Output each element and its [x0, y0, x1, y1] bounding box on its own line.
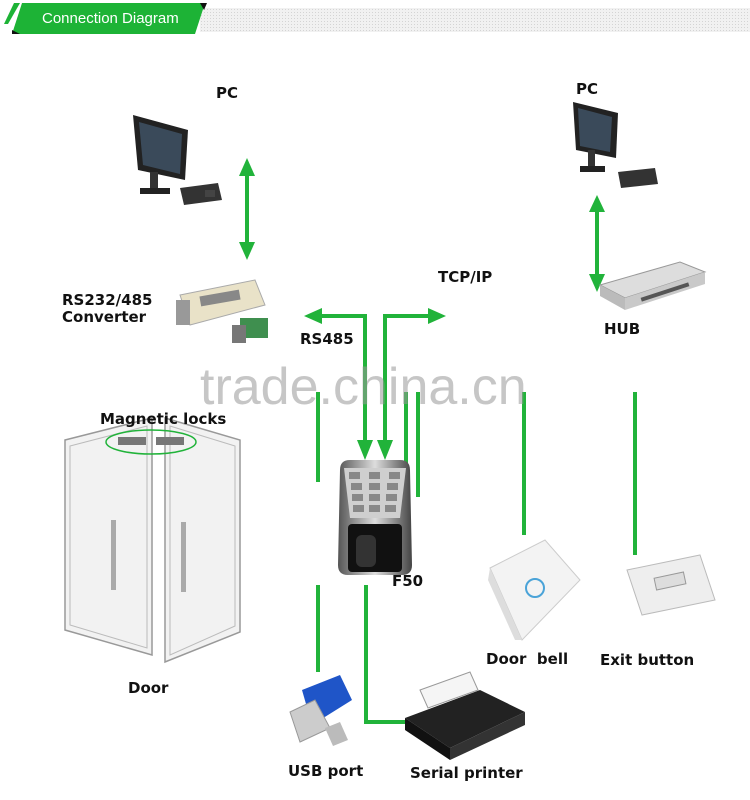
door-label: Door: [128, 679, 169, 697]
door-icon: [64, 416, 241, 664]
magnetic-locks-highlight: [105, 429, 197, 455]
door-bell-icon: [488, 539, 581, 641]
serial-printer-icon: [405, 671, 525, 760]
rs232-485-converter-icon: [176, 279, 268, 343]
pc-left-icon: [133, 115, 222, 205]
f50-label: F50: [392, 572, 423, 590]
pc-converter-link: [239, 158, 255, 260]
usb-port-label: USB port: [288, 762, 363, 780]
exit-button-icon: [626, 554, 716, 616]
tcpip-label: TCP/IP: [438, 268, 492, 286]
pc-right-label: PC: [576, 80, 598, 98]
hub-label: HUB: [604, 320, 640, 338]
hub-icon: [598, 261, 707, 310]
tcpip-connector: [377, 308, 446, 460]
watermark: trade.china.cn: [200, 358, 527, 416]
header-title: Connection Diagram: [42, 10, 179, 27]
pc-left-label: PC: [216, 84, 238, 102]
header-banner: Connection Diagram: [4, 3, 750, 34]
converter-label-line1: RS232/485: [62, 291, 152, 309]
usb-port-icon: [289, 675, 352, 746]
rs485-connector: [304, 308, 373, 460]
pc-right-icon: [573, 102, 658, 188]
f50-device-icon: [338, 460, 412, 575]
serial-printer-label: Serial printer: [410, 764, 523, 782]
door-bell-label: Door bell: [486, 650, 568, 668]
converter-label-line2: Converter: [62, 308, 147, 326]
pc-hub-link: [589, 195, 605, 292]
exit-button-label: Exit button: [600, 651, 694, 669]
rs485-label: RS485: [300, 330, 354, 348]
printer-connector: [364, 585, 406, 724]
magnetic-locks-label: Magnetic locks: [100, 410, 226, 428]
